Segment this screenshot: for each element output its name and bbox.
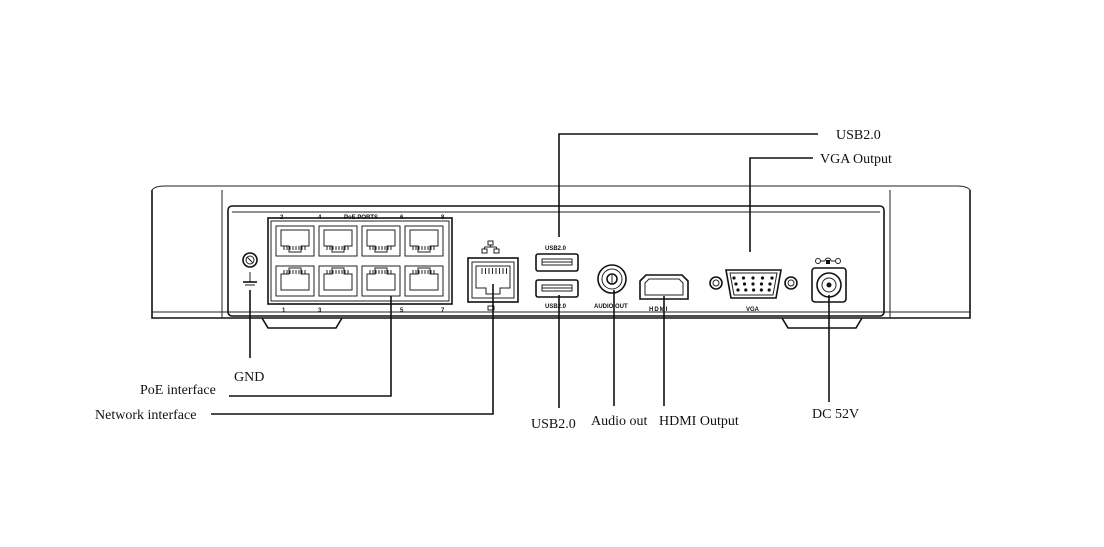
- port-label-3: 3: [318, 308, 322, 314]
- port-label-2: 2: [280, 215, 284, 221]
- poe-port-top-2: [318, 225, 358, 257]
- poe-port-bottom-1: [275, 265, 315, 297]
- audio-out-label: AUDIO OUT: [594, 304, 628, 310]
- hdmi-port: HDMI: [639, 274, 689, 313]
- usb-label-upper: USB2.0: [545, 246, 567, 252]
- vga-label: VGA: [746, 307, 760, 313]
- callout-usb-top: USB2.0: [836, 128, 881, 143]
- callout-hdmi: HDMI Output: [659, 414, 739, 429]
- leader-lines: [211, 133, 830, 415]
- poe-port-top-1: [275, 225, 315, 257]
- port-label-6: 6: [400, 215, 404, 221]
- callout-gnd: GND: [234, 370, 264, 385]
- gnd-screw-icon: [242, 252, 258, 286]
- port-label-1: 1: [282, 308, 286, 314]
- poe-port-block: PoE PORTS 2 4 6 8 1 3 5 7: [267, 215, 453, 314]
- network-icon: [481, 240, 500, 254]
- poe-port-bottom-2: [318, 265, 358, 297]
- hdmi-label: HDMI: [649, 307, 668, 313]
- poe-port-top-4: [404, 225, 444, 257]
- usb-port-lower: USB2.0: [535, 279, 579, 310]
- callout-poe: PoE interface: [140, 383, 216, 398]
- vga-port: VGA: [709, 269, 798, 313]
- poe-rj45-ports: [275, 225, 444, 297]
- poe-ports-label: PoE PORTS: [344, 215, 378, 221]
- callout-network: Network interface: [95, 408, 196, 423]
- port-label-8: 8: [441, 215, 445, 221]
- usb-port-upper: USB2.0: [535, 246, 579, 272]
- chassis: [151, 185, 971, 329]
- port-label-4: 4: [318, 215, 322, 221]
- callout-dc: DC 52V: [812, 407, 859, 422]
- usb-label-lower: USB2.0: [545, 304, 567, 310]
- poe-port-bottom-4: [404, 265, 444, 297]
- dc-polarity-icon: [815, 257, 841, 264]
- callout-audio: Audio out: [591, 414, 648, 429]
- port-label-7: 7: [441, 308, 445, 314]
- callout-vga: VGA Output: [820, 152, 892, 167]
- callout-usb-bottom: USB2.0: [531, 417, 576, 432]
- poe-port-top-3: [361, 225, 401, 257]
- port-label-5: 5: [400, 308, 404, 314]
- poe-port-bottom-3: [361, 265, 401, 297]
- audio-out-jack: AUDIO OUT: [594, 264, 628, 310]
